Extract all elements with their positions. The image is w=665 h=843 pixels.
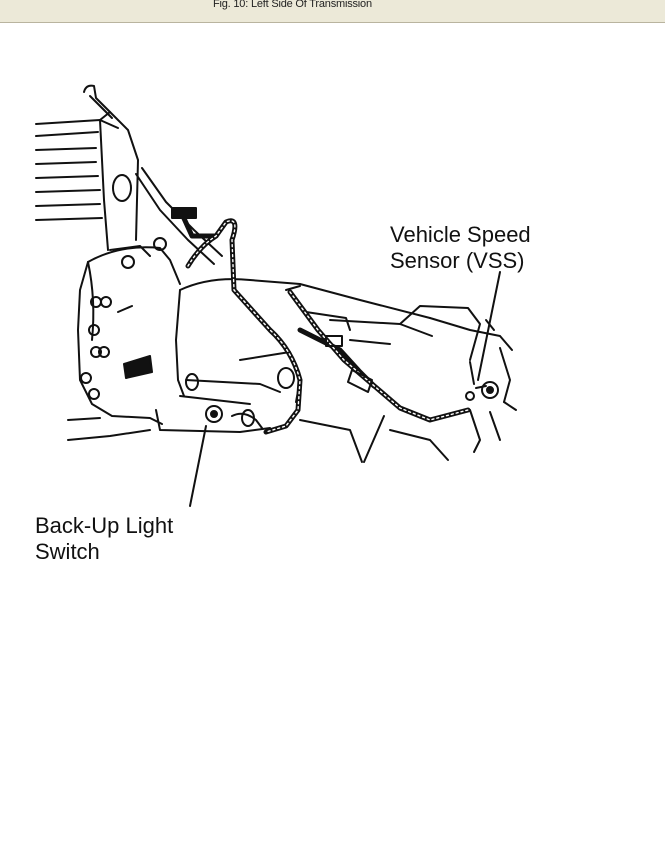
- vss-label-line2: Sensor (VSS): [390, 248, 525, 273]
- vss-label-line1: Vehicle Speed: [390, 222, 531, 247]
- vss-harness-leader-line: [363, 415, 385, 463]
- bell-housing: [77, 237, 181, 425]
- backup-light-switch-label: Back-Up Light Switch: [35, 513, 173, 565]
- harness-connectors: [171, 207, 373, 393]
- caption-bar: Fig. 10: Left Side Of Transmission: [0, 0, 665, 23]
- vss-leader-line: [477, 271, 501, 381]
- backup-label-line2: Switch: [35, 539, 100, 564]
- figure-caption: Fig. 10: Left Side Of Transmission: [213, 0, 372, 10]
- transmission-line-drawing: [35, 84, 517, 507]
- transmission-figure: Vehicle Speed Sensor (VSS) Back-Up Light…: [0, 23, 665, 843]
- extension-housing: [429, 317, 517, 441]
- backup-label-line1: Back-Up Light: [35, 513, 174, 538]
- backup-switch-leader-line: [189, 425, 207, 507]
- engine-block: [35, 111, 151, 441]
- vss-label: Vehicle Speed Sensor (VSS): [390, 222, 531, 274]
- backup-switch-part: [205, 405, 263, 429]
